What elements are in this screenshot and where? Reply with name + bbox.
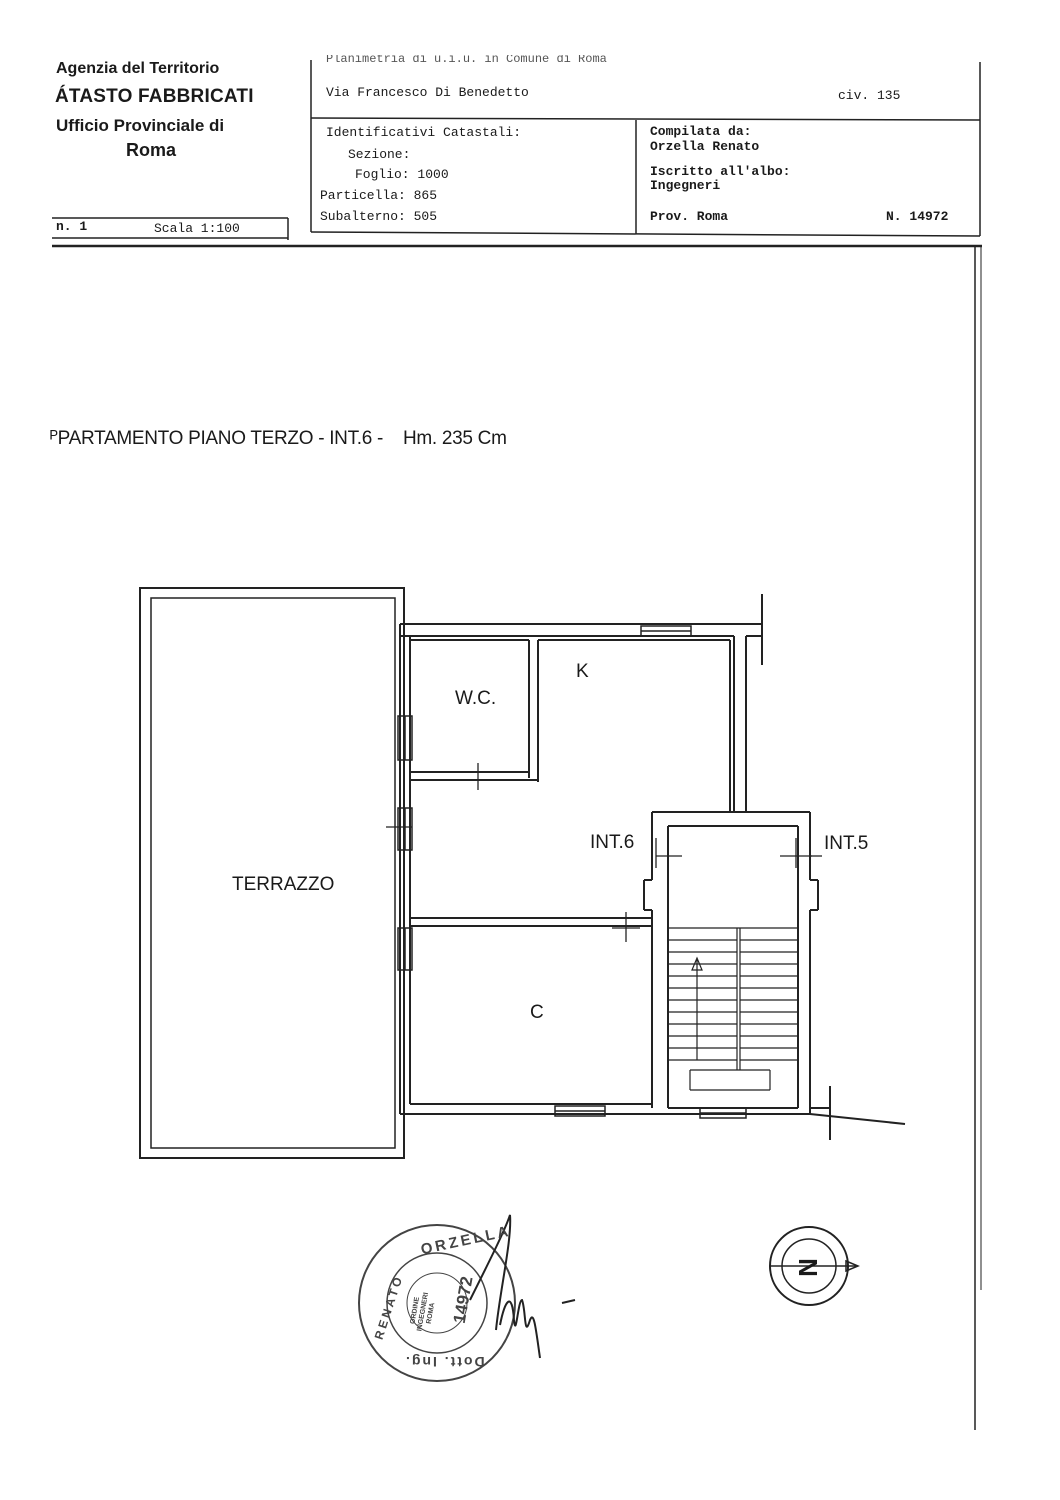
civic-number: civ. 135 xyxy=(838,88,901,103)
wc-label: W.C. xyxy=(455,688,497,709)
sheet-number: n. 1 xyxy=(56,219,88,234)
staircase xyxy=(668,927,798,1091)
sezione-field: Sezione: xyxy=(348,147,411,162)
signature xyxy=(469,1214,576,1359)
professional-stamp xyxy=(358,1224,516,1382)
street-address: Via Francesco Di Benedetto xyxy=(326,85,529,100)
particella-field: Particella: 865 xyxy=(320,188,438,203)
catasto-title: ÁTASTO FABBRICATI xyxy=(55,86,254,107)
door-marks xyxy=(386,763,822,942)
province-label: Prov. Roma xyxy=(650,209,729,224)
windows xyxy=(397,625,747,1119)
int6-label: INT.6 xyxy=(590,832,635,853)
register-value: Ingegneri xyxy=(650,178,721,193)
sheet-border xyxy=(52,244,982,1430)
planimetry-line: Planimetria di u.i.u. in Comune di Roma xyxy=(326,55,607,65)
stamp-bottom-arc: Dott. Ing. xyxy=(404,1354,485,1370)
agency-name: Agenzia del Territorio xyxy=(56,60,220,77)
compiler-name: Orzella Renato xyxy=(650,139,760,154)
north-arrow xyxy=(769,1226,860,1306)
north-letter: N xyxy=(792,1258,823,1277)
corridor-walls xyxy=(410,917,652,927)
identifiers-title: Identificativi Catastali: xyxy=(326,125,522,140)
office-label: Ufficio Provinciale di xyxy=(56,116,225,135)
scale-label: Scala 1:100 xyxy=(154,221,240,236)
header-frames xyxy=(52,60,981,240)
office-city: Roma xyxy=(126,140,177,160)
terrace-label: TERRAZZO xyxy=(232,874,335,895)
stair-core xyxy=(643,811,906,1140)
room-c-label: C xyxy=(530,1002,544,1023)
int5-label: INT.5 xyxy=(824,833,869,854)
kitchen-walls xyxy=(538,639,731,812)
subalterno-field: Subalterno: 505 xyxy=(320,209,438,224)
register-label: Iscritto all'albo: xyxy=(650,164,791,179)
register-number: N. 14972 xyxy=(886,209,949,224)
kitchen-label: K xyxy=(576,661,589,682)
foglio-field: Foglio: 1000 xyxy=(355,167,449,182)
compiler-label: Compilata da: xyxy=(650,124,752,139)
plan-title: ᴾPARTAMENTO PIANO TERZO - INT.6 - Hm. 23… xyxy=(50,428,507,449)
terrace-walls xyxy=(139,587,405,1159)
apartment-walls xyxy=(399,594,811,1158)
wc-walls xyxy=(410,639,539,782)
